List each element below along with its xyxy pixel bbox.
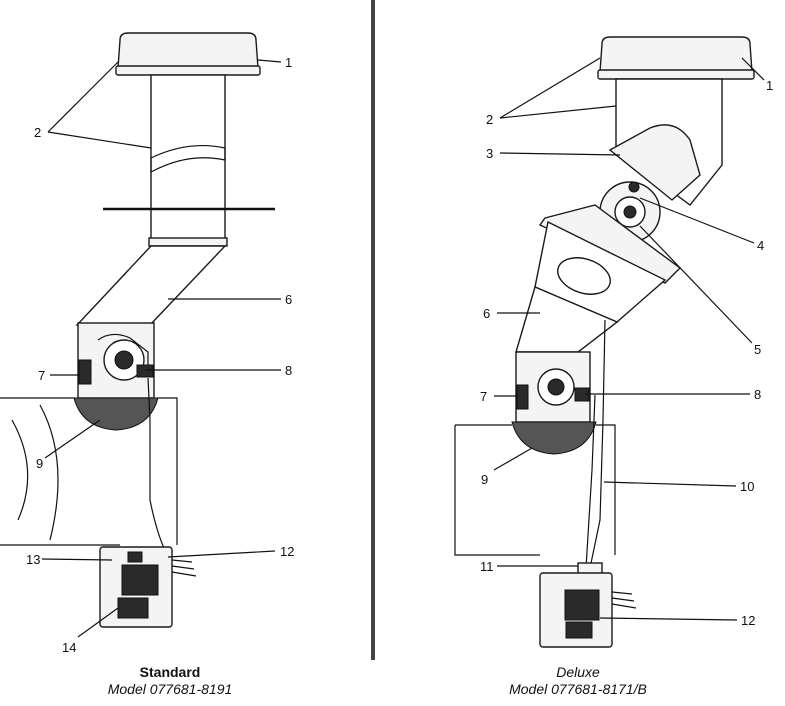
housing-motor-hub (547, 378, 565, 396)
callout-std-2: 2 (34, 125, 41, 140)
callout-std-13: 13 (26, 552, 40, 567)
callout-dlx-7: 7 (480, 389, 487, 404)
deluxe-caption-title: Deluxe (556, 664, 600, 680)
roof-cap-flange (115, 65, 261, 76)
callout-dlx-2: 2 (486, 112, 493, 127)
leader-std-1 (257, 59, 282, 63)
leader-dlx-10 (603, 481, 737, 487)
control-wires (611, 591, 637, 609)
control-box-switch (127, 551, 143, 563)
leader-dlx-2b (499, 105, 617, 119)
standard-illustration (0, 32, 275, 628)
damper-opening (557, 257, 611, 295)
ridge-vent-dome (511, 421, 597, 455)
pipe-coupling (148, 237, 228, 247)
leader-dlx-2a (499, 57, 601, 119)
control-box-terminals (117, 597, 149, 619)
control-box-module (564, 589, 600, 621)
callout-dlx-5: 5 (754, 342, 761, 357)
callout-std-7: 7 (38, 368, 45, 383)
callout-dlx-9: 9 (481, 472, 488, 487)
leader-std-2b (47, 131, 152, 149)
deluxe-illustration (454, 36, 755, 648)
elbow-pipe (75, 245, 227, 326)
leader-dlx-3 (499, 152, 621, 156)
deluxe-leaders (493, 57, 765, 621)
thermostat (136, 364, 154, 378)
leader-dlx-1 (741, 57, 765, 81)
control-box-terminals (565, 621, 593, 639)
control-box-module (121, 564, 159, 596)
standard-callouts: 1 2 6 7 8 9 12 13 14 (26, 55, 294, 655)
callout-dlx-6: 6 (483, 306, 490, 321)
standard-caption-model: Model 077681-8191 (108, 681, 233, 697)
callout-dlx-4: 4 (757, 238, 764, 253)
callout-std-9: 9 (36, 456, 43, 471)
leader-dlx-12 (599, 617, 738, 621)
thermostat-cable (585, 394, 596, 569)
electrical-box-side (78, 359, 92, 385)
motor-capacitor (628, 181, 640, 193)
leader-dlx-9 (493, 447, 533, 471)
leader-std-13 (41, 558, 113, 561)
callout-dlx-1: 1 (766, 78, 773, 93)
callout-std-14: 14 (62, 640, 76, 655)
callout-dlx-11: 11 (480, 559, 494, 574)
callout-std-1: 1 (285, 55, 292, 70)
fan-motor-hub (623, 205, 637, 219)
power-cable (589, 319, 606, 569)
wood-grain-2 (39, 404, 59, 541)
roof-cap (117, 32, 259, 69)
callout-std-6: 6 (285, 292, 292, 307)
pipe-band (150, 144, 226, 174)
roof-cap (599, 36, 753, 73)
leader-std-2a (47, 61, 119, 133)
standard-leaders (41, 59, 282, 638)
roof-cap-flange (597, 69, 755, 80)
leader-std-12 (167, 550, 276, 558)
leader-dlx-4 (639, 197, 755, 244)
callout-std-8: 8 (285, 363, 292, 378)
leader-std-9 (44, 419, 101, 459)
callout-dlx-3: 3 (486, 146, 493, 161)
callout-dlx-10: 10 (740, 479, 754, 494)
callout-std-12: 12 (280, 544, 294, 559)
leader-dlx-5 (639, 225, 753, 344)
callout-dlx-12: 12 (741, 613, 755, 628)
electrical-box-side (516, 384, 529, 410)
deluxe-callouts: 1 2 3 4 5 6 7 8 9 10 11 12 (480, 78, 773, 628)
leader-std-14 (77, 607, 119, 638)
wood-grain-1 (11, 419, 29, 521)
damper-flange (538, 204, 682, 284)
motor-bracket (608, 124, 701, 201)
standard-caption-title: Standard (140, 664, 201, 680)
fan-wiring (97, 333, 149, 372)
callout-dlx-8: 8 (754, 387, 761, 402)
roof-deck (0, 397, 178, 546)
control-wires (171, 559, 197, 577)
fan-motor-hub (114, 350, 134, 370)
deluxe-caption-model: Model 077681-8171/B (509, 681, 647, 697)
vent-pipe (150, 74, 226, 246)
ridge-vent-dome (73, 397, 159, 431)
